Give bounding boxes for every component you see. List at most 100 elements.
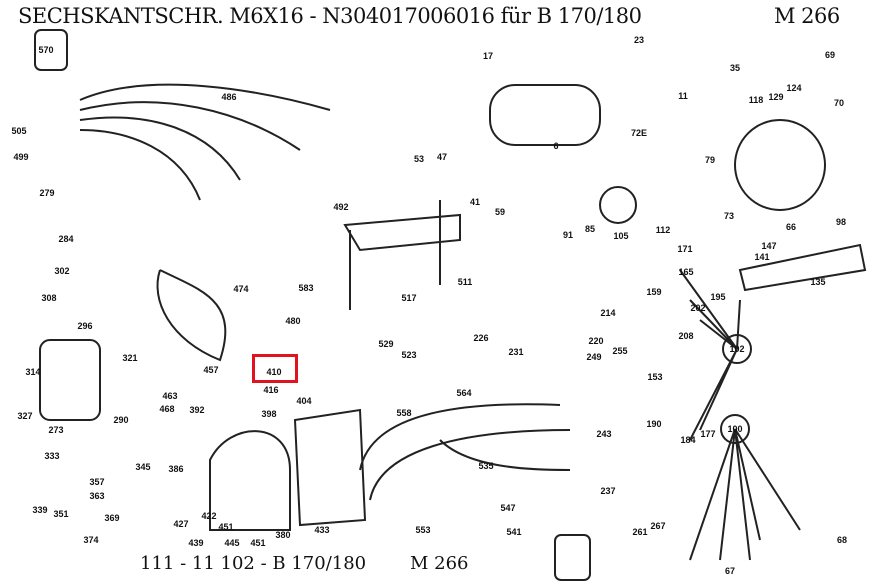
part-label-380: 380 (275, 530, 291, 540)
part-label-321: 321 (122, 353, 138, 363)
part-label-583: 583 (298, 283, 314, 293)
part-label-392: 392 (189, 405, 205, 415)
part-label-284: 284 (58, 234, 74, 244)
part-label-190: 190 (646, 419, 662, 429)
part-label-410: 410 (266, 367, 282, 377)
part-label-314: 314 (25, 367, 41, 377)
part-label-529: 529 (378, 339, 394, 349)
alternator-drawing (734, 119, 826, 211)
strap-drawing (738, 243, 867, 292)
part-label-499: 499 (13, 152, 29, 162)
part-label-66: 66 (785, 222, 797, 232)
part-label-202: 202 (690, 303, 706, 313)
part-label-296: 296 (77, 321, 93, 331)
part-label-357: 357 (89, 477, 105, 487)
part-label-220: 220 (588, 336, 604, 346)
part-label-511: 511 (457, 277, 473, 287)
footer-text: 111 - 11 102 - B 170/180 (140, 553, 367, 574)
part-label-535: 535 (478, 461, 494, 471)
part-label-255: 255 (612, 346, 628, 356)
title-text: SECHSKANTSCHR. M6X16 - N304017006016 für… (18, 4, 642, 28)
part-label-100: 100 (727, 424, 743, 434)
part-label-369: 369 (104, 513, 120, 523)
part-label-72E: 72E (630, 128, 648, 138)
part-label-363: 363 (89, 491, 105, 501)
part-label-302: 302 (54, 266, 70, 276)
distributor-drawing (39, 339, 101, 421)
part-label-451: 451 (250, 538, 266, 548)
footer-code: M 266 (410, 553, 469, 574)
part-label-445: 445 (224, 538, 240, 548)
part-label-492: 492 (333, 202, 349, 212)
cables-drawing (359, 403, 571, 501)
part-label-59: 59 (494, 207, 506, 217)
part-label-159: 159 (646, 287, 662, 297)
ignition-wires-drawing (79, 83, 331, 201)
part-label-439: 439 (188, 538, 204, 548)
part-label-463: 463 (162, 391, 178, 401)
part-label-327: 327 (17, 411, 33, 421)
part-label-345: 345 (135, 462, 151, 472)
part-label-517: 517 (401, 293, 417, 303)
wire-loop-drawing (156, 269, 227, 362)
part-label-147: 147 (761, 241, 777, 251)
title-code: M 266 (774, 4, 840, 28)
part-label-541: 541 (506, 527, 522, 537)
part-label-427: 427 (173, 519, 189, 529)
part-label-208: 208 (678, 331, 694, 341)
part-label-129: 129 (768, 92, 784, 102)
part-label-351: 351 (53, 509, 69, 519)
part-label-73: 73 (723, 211, 735, 221)
part-label-433: 433 (314, 525, 330, 535)
part-label-333: 333 (44, 451, 60, 461)
part-label-570: 570 (38, 45, 54, 55)
part-label-69: 69 (824, 50, 836, 60)
part-label-195: 195 (710, 292, 726, 302)
part-label-480: 480 (285, 316, 301, 326)
part-label-261: 261 (632, 527, 648, 537)
part-label-243: 243 (596, 429, 612, 439)
part-label-79: 79 (704, 155, 716, 165)
part-label-23: 23 (633, 35, 645, 45)
part-label-237: 237 (600, 486, 616, 496)
bracket-drawing (343, 200, 461, 310)
starter-drawing (489, 84, 601, 146)
part-label-231: 231 (508, 347, 524, 357)
part-label-474: 474 (233, 284, 249, 294)
part-label-558: 558 (396, 408, 412, 418)
part-label-422: 422 (201, 511, 217, 521)
part-label-165: 165 (678, 267, 694, 277)
part-label-226: 226 (473, 333, 489, 343)
part-label-177: 177 (700, 429, 716, 439)
part-label-386: 386 (168, 464, 184, 474)
part-label-404: 404 (296, 396, 312, 406)
part-label-279: 279 (39, 188, 55, 198)
housing-drawing (209, 430, 291, 531)
part-label-308: 308 (41, 293, 57, 303)
part-label-416: 416 (263, 385, 279, 395)
pulley-drawing (599, 186, 637, 224)
part-label-273: 273 (48, 425, 64, 435)
part-label-547: 547 (500, 503, 516, 513)
part-label-374: 374 (83, 535, 99, 545)
part-label-91: 91 (562, 230, 574, 240)
part-label-85: 85 (584, 224, 596, 234)
part-label-398: 398 (261, 409, 277, 419)
part-label-184: 184 (680, 435, 696, 445)
callout-circle-100 (720, 414, 750, 444)
part-label-70: 70 (833, 98, 845, 108)
part-label-41: 41 (469, 197, 481, 207)
part-label-68: 68 (836, 535, 848, 545)
part-label-339: 339 (32, 505, 48, 515)
part-label-468: 468 (159, 404, 175, 414)
part-label-486: 486 (221, 92, 237, 102)
part-label-124: 124 (786, 83, 802, 93)
part-label-47: 47 (436, 152, 448, 162)
highlight-box (252, 354, 298, 383)
part-label-67: 67 (724, 566, 736, 576)
part-label-249: 249 (586, 352, 602, 362)
part-label-141: 141 (754, 252, 770, 262)
part-label-6: 6 (553, 141, 559, 151)
part-label-11: 11 (678, 91, 688, 101)
